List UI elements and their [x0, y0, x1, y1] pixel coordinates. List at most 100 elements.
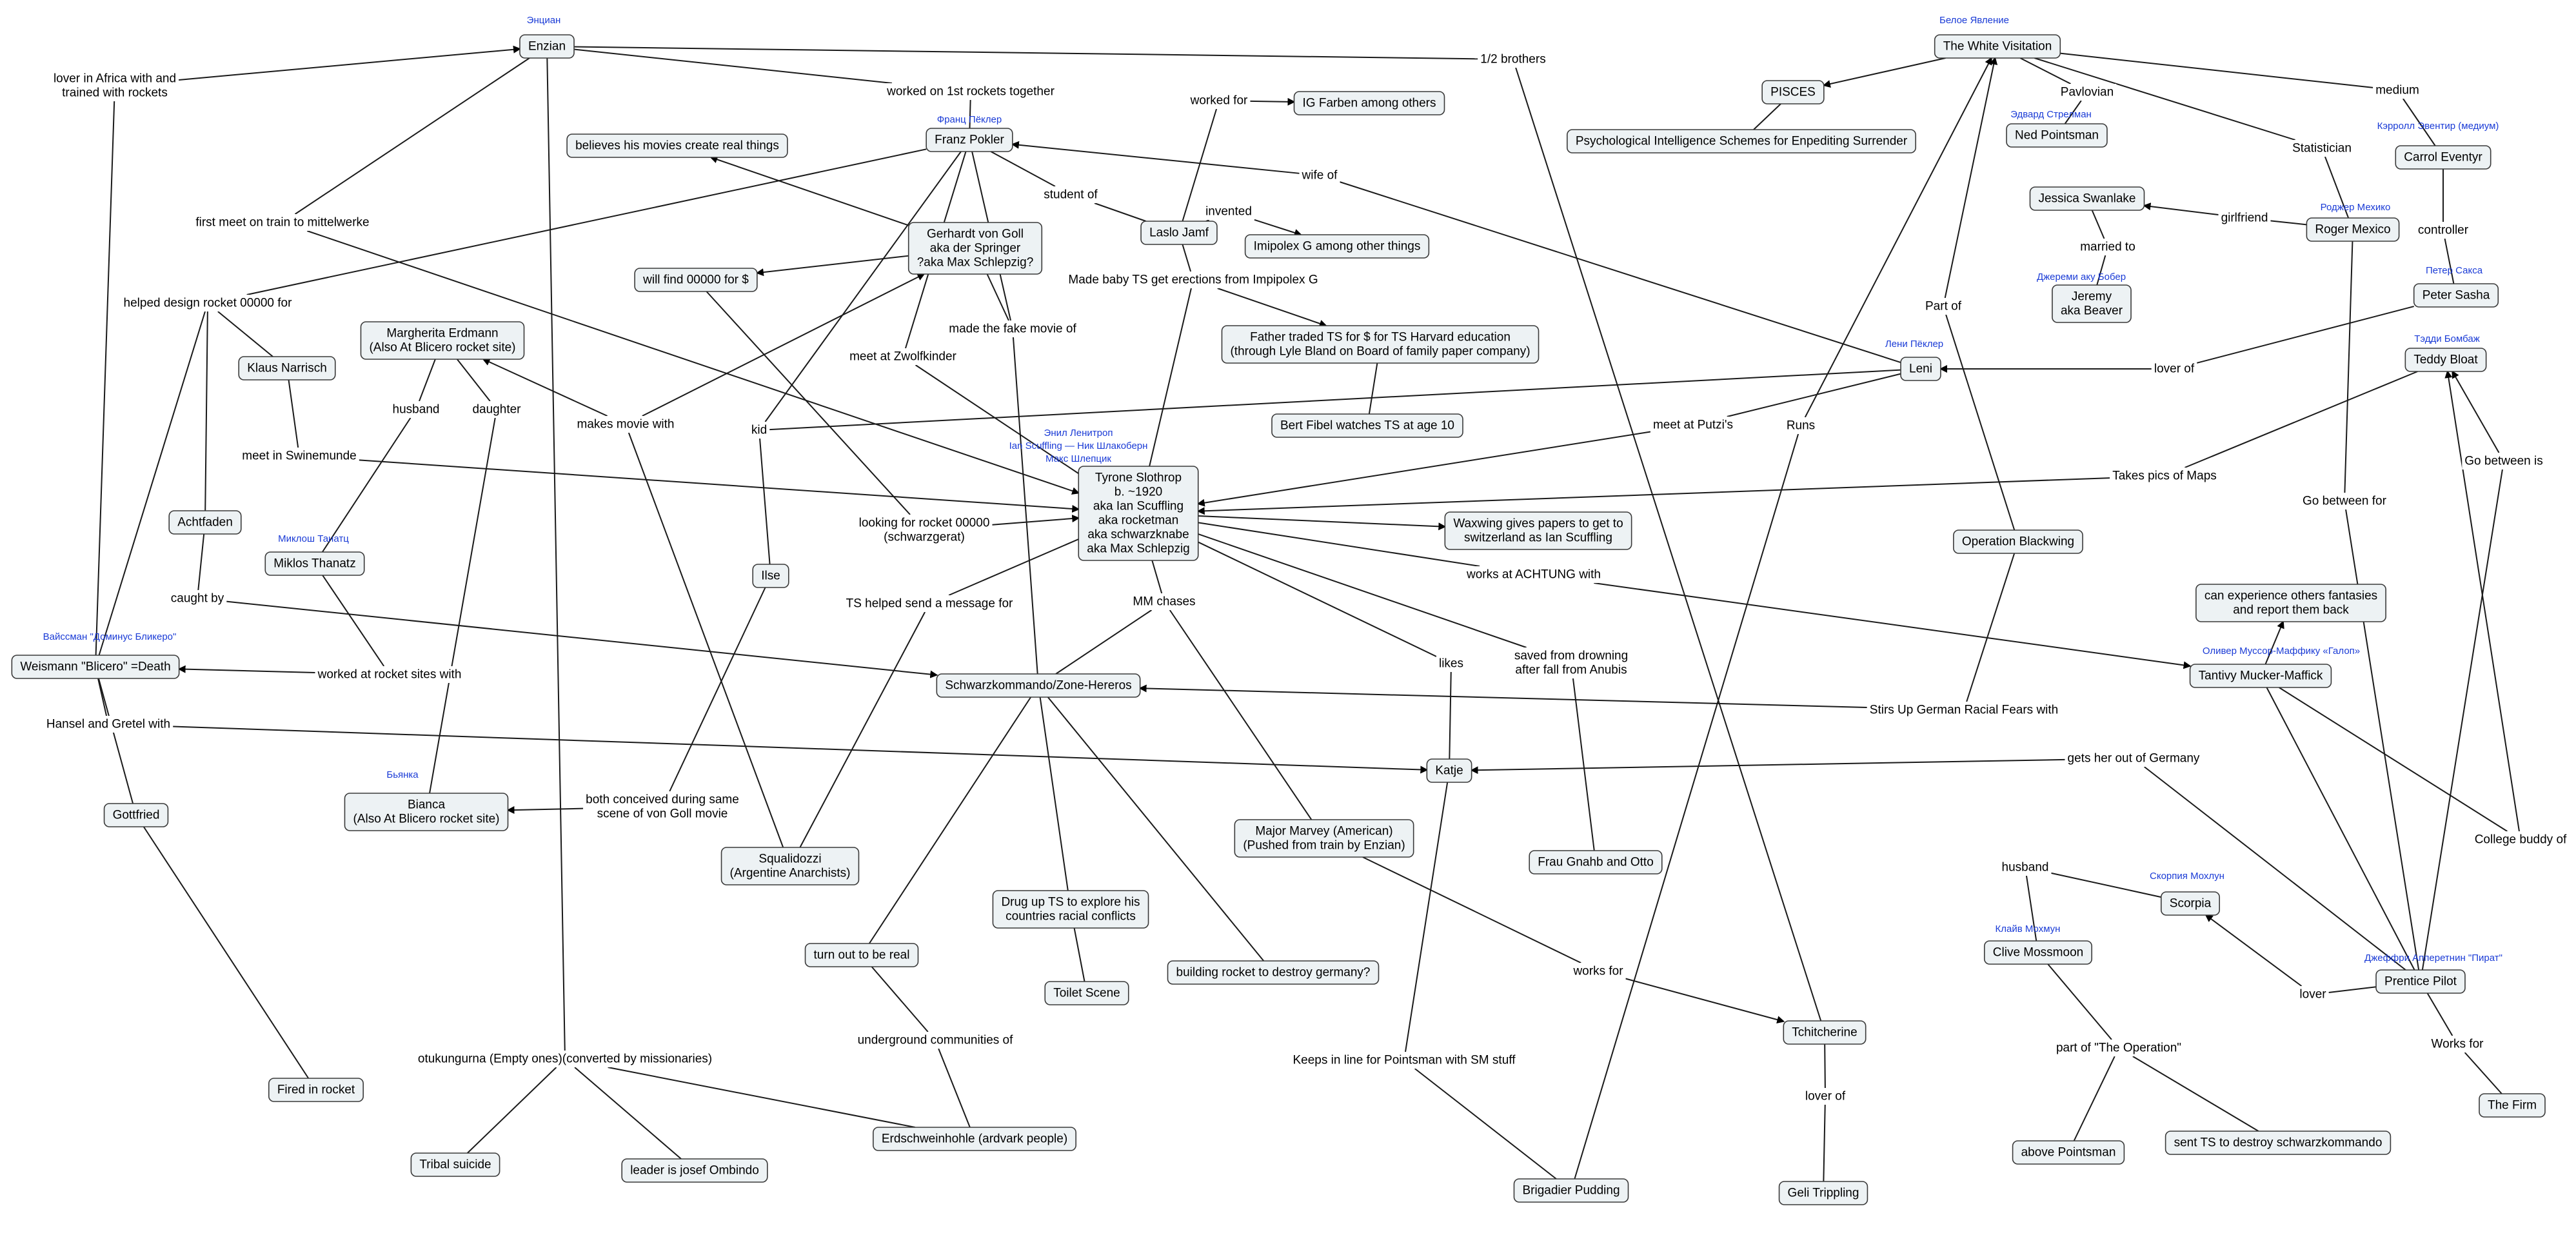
text-line: after fall from Anubis [1515, 664, 1627, 677]
node-fibel[interactable]: Bert Fibel watches TS at age 10 [1271, 413, 1463, 438]
node-igfarben[interactable]: IG Farben among others [1293, 91, 1445, 115]
node-mossmoon[interactable]: Clive Mossmoon [1983, 940, 2093, 965]
edge-pokler-kid [764, 151, 962, 422]
edge-leni-putzi [1727, 373, 1901, 417]
node-bloat[interactable]: Teddy Bloat [2404, 348, 2487, 372]
node-jessica[interactable]: Jessica Swanlake [2029, 186, 2145, 211]
text-line: looking for rocket 00000 [859, 517, 990, 530]
node-pointsman[interactable]: Ned Pointsman [2006, 123, 2108, 148]
node-sentts[interactable]: sent TS to destroy schwarzkommando [2165, 1131, 2392, 1155]
node-movies[interactable]: believes his movies create real things [566, 133, 788, 158]
node-real[interactable]: turn out to be real [804, 943, 919, 967]
node-weismann[interactable]: Weismann "Blicero" =Death [11, 655, 180, 679]
node-margherita[interactable]: Margherita Erdmann(Also At Blicero rocke… [360, 321, 525, 360]
node-firm[interactable]: The Firm [2479, 1093, 2546, 1118]
node-erdschwein[interactable]: Erdschweinhohle (ardvark people) [873, 1127, 1076, 1151]
link-label-works_for_t: works for [1570, 963, 1626, 980]
node-eventyr[interactable]: Carrol Eventyr [2395, 145, 2492, 170]
node-sasha[interactable]: Peter Sasha [2413, 283, 2499, 308]
node-klaus[interactable]: Klaus Narrisch [238, 356, 336, 380]
link-label-medium: medium [2373, 82, 2422, 99]
node-scorpia[interactable]: Scorpia [2160, 891, 2221, 916]
node-box [2479, 1093, 2546, 1118]
edge-takes_pics-slothrop [1196, 477, 2110, 515]
node-gnahb[interactable]: Frau Gnahb and Otto [1529, 850, 1663, 874]
node-thanatz[interactable]: Miklos Thanatz [264, 551, 365, 576]
link-label-gets_out: gets her out of Germany [2065, 750, 2203, 767]
node-squalidozzi[interactable]: Squalidozzi(Argentine Anarchists) [720, 847, 860, 885]
connector-lines [95, 45, 2520, 1182]
link-label-husband2: husband [1999, 859, 2052, 876]
node-leni[interactable]: Leni [1900, 357, 1941, 381]
edge-married_to-jeremy [2096, 255, 2106, 286]
link-label-fake_movie: made the fake movie of [946, 321, 1079, 337]
node-schwarz[interactable]: Schwarzkommando/Zone-Hereros [936, 673, 1141, 698]
link-label-underground: underground communities of [855, 1032, 1016, 1049]
node-blackwing[interactable]: Operation Blackwing [1953, 529, 2083, 554]
text-line: can experience others fantasies [2204, 589, 2377, 603]
note-slothrop3: Макс Шлепцик [1045, 453, 1111, 464]
text-line: Toilet Scene [1053, 987, 1120, 1000]
text-line: IG Farben among others [1303, 97, 1436, 110]
node-bianca[interactable]: Bianca(Also At Blicero rocket site) [344, 793, 509, 831]
edge-prentice-works_for_f [2426, 993, 2453, 1036]
node-mexico[interactable]: Roger Mexico [2306, 217, 2400, 242]
note-prentice: Джеффри Апперетнин "Пират" [2364, 953, 2502, 963]
text-line: girlfriend [2221, 212, 2268, 225]
node-imipolex[interactable]: Imipolex G among other things [1244, 234, 1430, 259]
node-geli[interactable]: Geli Trippling [1778, 1181, 1868, 1205]
node-marvey[interactable]: Major Marvey (American)(Pushed from trai… [1234, 819, 1414, 858]
text-line: Go between for [2303, 495, 2387, 508]
node-toilet[interactable]: Toilet Scene [1044, 981, 1129, 1005]
edge-husband1-thanatz [321, 417, 411, 553]
text-line: Ned Pointsman [2015, 129, 2099, 143]
node-father[interactable]: Father traded TS for $ for TS Harvard ed… [1221, 325, 1540, 364]
node-waxwing[interactable]: Waxwing gives papers to get toswitzerlan… [1444, 511, 1632, 550]
node-tribal[interactable]: Tribal suicide [410, 1152, 500, 1177]
text-line: Frau Gnahb and Otto [1538, 856, 1654, 869]
link-label-rockets_together: worked on 1st rockets together [884, 83, 1057, 100]
node-enzian[interactable]: Enzian [519, 34, 575, 59]
node-jamf[interactable]: Laslo Jamf [1140, 221, 1218, 245]
node-psych[interactable]: Psychological Intelligence Schemes for E… [1567, 129, 1916, 153]
note-mossmoon: Клайв Мохмун [1996, 924, 2061, 934]
node-achtfaden[interactable]: Achtfaden [168, 510, 242, 535]
link-label-bg [1290, 1052, 1518, 1069]
node-find00000[interactable]: will find 00000 for $ [634, 268, 758, 292]
node-gottfried[interactable]: Gottfried [103, 803, 169, 827]
node-tchitcherine[interactable]: Tchitcherine [1783, 1020, 1867, 1045]
node-ombindo[interactable]: leader is josef Ombindo [621, 1158, 768, 1183]
text-line: aka schwarzknabe [1087, 528, 1189, 542]
edge-lover_of_g-geli [1823, 1104, 1826, 1182]
node-fired[interactable]: Fired in rocket [268, 1078, 364, 1102]
text-line: Bert Fibel watches TS at age 10 [1280, 419, 1454, 433]
node-katje[interactable]: Katje [1426, 758, 1472, 783]
link-label-kid: kid [748, 422, 770, 439]
note-thanatz: Миклош Танатц [278, 533, 349, 544]
text-line: Erdschweinhohle (ardvark people) [882, 1132, 1067, 1146]
edge-college-bloat [2444, 370, 2520, 832]
edge-real-underground [871, 966, 929, 1032]
node-pisces[interactable]: PISCES [1761, 80, 1825, 104]
node-prentice[interactable]: Prentice Pilot [2375, 969, 2466, 994]
node-ilse[interactable]: Ilse [752, 564, 789, 588]
text-line: both conceived during same [586, 793, 739, 807]
link-label-bg [2057, 84, 2117, 101]
node-pokler[interactable]: Franz Pokler [926, 128, 1013, 152]
node-white[interactable]: The White Visitation [1934, 34, 2061, 59]
edge-schwarz-real [868, 697, 1032, 944]
node-tantivy[interactable]: Tantivy Mucker-Maffick [2189, 664, 2332, 688]
node-pudding[interactable]: Brigadier Pudding [1513, 1178, 1629, 1203]
link-label-bg [239, 448, 359, 464]
text-line: Prentice Pilot [2384, 975, 2457, 989]
node-building[interactable]: building rocket to destroy germany? [1167, 960, 1380, 985]
node-abovep[interactable]: above Pointsman [2012, 1140, 2125, 1165]
edge-prentice-gets_out [2144, 766, 2406, 971]
edge-operation-abovep [2073, 1056, 2115, 1141]
node-box [1778, 1181, 1868, 1205]
